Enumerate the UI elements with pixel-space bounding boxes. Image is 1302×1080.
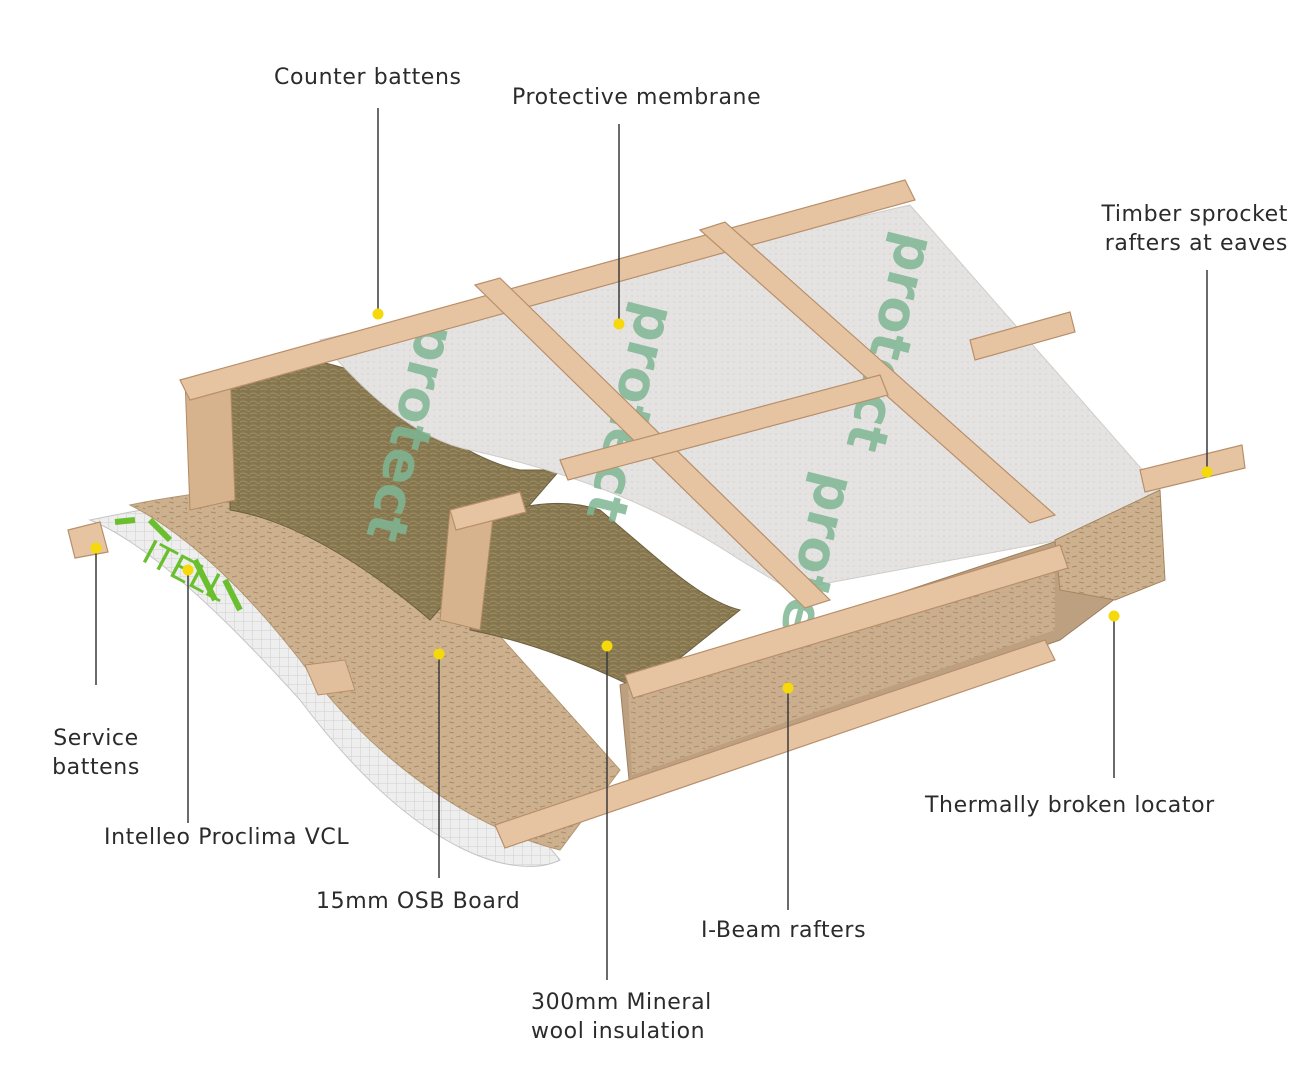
- label-timber-sprocket-line2: rafters at eaves: [1104, 231, 1288, 256]
- label-intelleo-vcl: Intelleo Proclima VCL: [104, 823, 349, 852]
- label-service-battens-line1: Service: [53, 726, 139, 751]
- label-mineral-wool: 300mm Mineral wool insulation: [531, 988, 712, 1046]
- marker-protective-membrane: [613, 318, 625, 330]
- marker-thermal-locator: [1108, 610, 1120, 622]
- marker-i-beam: [782, 682, 794, 694]
- counter-batten-bottom: [624, 544, 1069, 699]
- label-protective-membrane: Protective membrane: [512, 83, 761, 112]
- eaves-block: [1054, 489, 1166, 601]
- label-osb-board: 15mm OSB Board: [316, 887, 520, 916]
- marker-vcl: [182, 564, 194, 576]
- insulation-right: [469, 502, 742, 691]
- label-osb-board-text: 15mm OSB Board: [316, 889, 521, 914]
- marker-service-battens: [90, 542, 102, 554]
- vcl-print: [114, 517, 243, 612]
- sprocket-rafter-2: [1139, 444, 1246, 493]
- batten-cross-1: [559, 374, 889, 481]
- marker-timber-sprocket: [1201, 466, 1213, 478]
- label-i-beam-rafters: I-Beam rafters: [701, 916, 866, 945]
- label-counter-battens: Counter battens: [274, 63, 462, 92]
- timber-battens: [67, 179, 1246, 849]
- label-protective-membrane-text: Protective membrane: [512, 85, 762, 110]
- service-batten-lower: [304, 659, 356, 696]
- batten-diagonal-2: [698, 221, 1057, 524]
- label-timber-sprocket: Timber sprocket rafters at eaves: [1101, 200, 1288, 258]
- marker-mineral-wool: [601, 640, 613, 652]
- label-i-beam-rafters-text: I-Beam rafters: [701, 918, 867, 943]
- label-counter-battens-text: Counter battens: [274, 65, 462, 90]
- marker-osb: [433, 648, 445, 660]
- batten-cross-2: [449, 491, 527, 531]
- markers: [90, 308, 1213, 694]
- leader-lines: [95, 108, 1208, 980]
- label-service-battens-line2: battens: [52, 755, 140, 780]
- marker-counter-battens: [372, 308, 384, 320]
- label-service-battens: Service battens: [36, 724, 156, 782]
- label-thermally-broken-locator: Thermally broken locator: [925, 791, 1215, 820]
- label-mineral-wool-line1: 300mm Mineral: [531, 990, 712, 1015]
- label-thermally-broken-locator-text: Thermally broken locator: [925, 793, 1215, 818]
- service-batten-bottom: [494, 639, 1056, 849]
- label-mineral-wool-line2: wool insulation: [531, 1019, 706, 1044]
- i-beam-rafter-web: [628, 548, 1055, 775]
- service-batten-left: [67, 521, 109, 559]
- label-intelleo-vcl-text: Intelleo Proclima VCL: [104, 825, 350, 850]
- label-timber-sprocket-line1: Timber sprocket: [1101, 202, 1288, 227]
- sprocket-rafter-1: [969, 311, 1076, 361]
